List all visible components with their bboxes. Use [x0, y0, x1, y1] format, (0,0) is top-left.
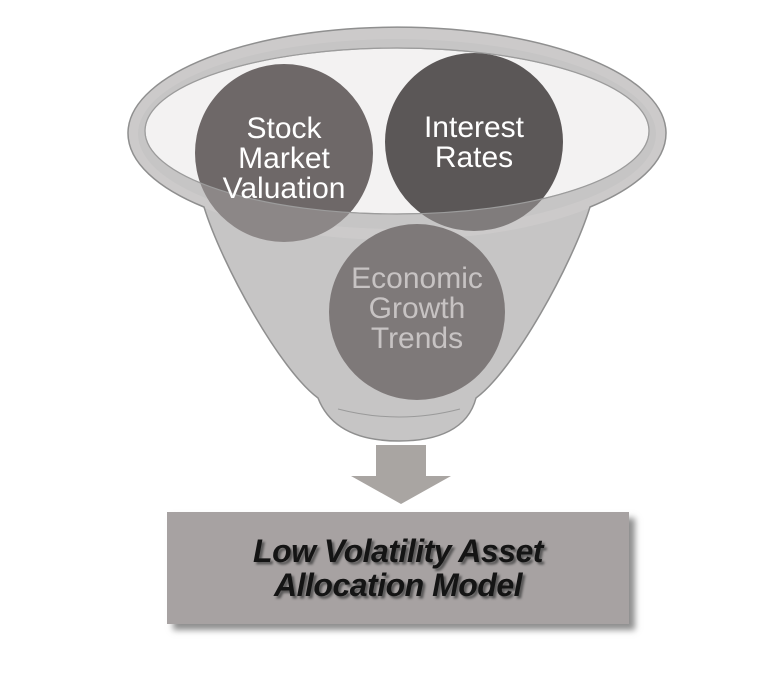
input-circle-interest-rates — [385, 53, 563, 231]
funnel-outline — [127, 26, 667, 442]
funnel-spout-line — [337, 408, 461, 418]
input-circle-stock-market-valuation — [195, 64, 373, 242]
down-arrow — [351, 445, 451, 504]
output-label: Low Volatility Asset Allocation Model — [253, 533, 543, 603]
input-circle-economic-growth-trends — [329, 224, 505, 400]
funnel-mouth-outline — [144, 47, 650, 215]
output-box: Low Volatility Asset Allocation Model — [167, 512, 629, 624]
